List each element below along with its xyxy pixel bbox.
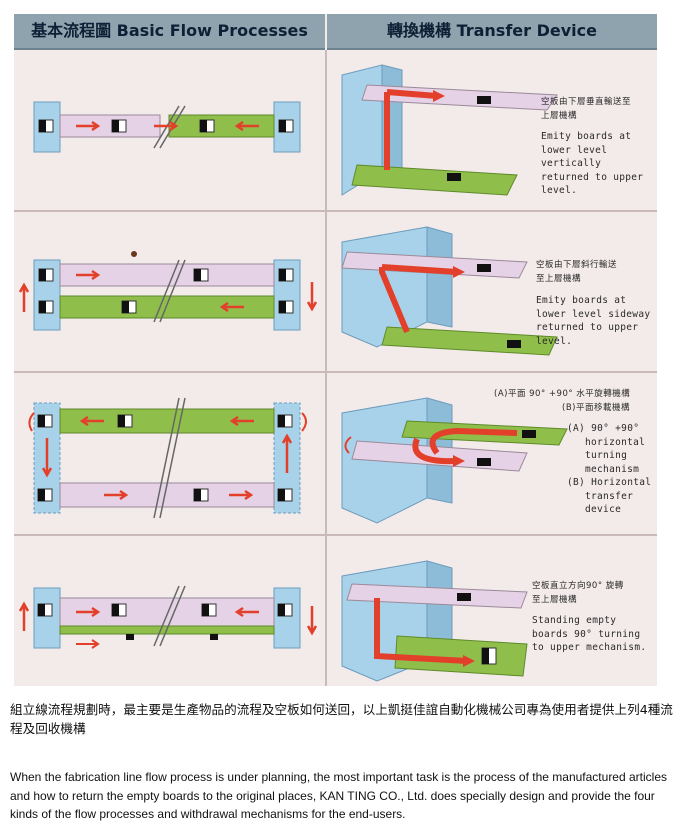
row2-label-cn: 空板由下層斜行輸送至上層機構 [536, 260, 618, 284]
transfer-device-diagram-1 [341, 64, 558, 196]
row4-label-cn: 空板直立方向90° 旋轉至上層機構 [532, 581, 624, 605]
header-transfer-device: 轉換機構 Transfer Device [327, 14, 657, 50]
basic-flow-diagram-3 [28, 397, 307, 519]
transfer-device-diagram-2 [341, 226, 558, 356]
row-divider-3 [14, 534, 657, 536]
transfer-device-diagram-4 [341, 560, 528, 682]
row-divider-2 [14, 371, 657, 373]
row3-label-cn: (A)平面 90° +90° 水平旋轉機構(B)平面移載機構 [494, 389, 631, 413]
transfer-device-diagram-3 [341, 397, 568, 524]
basic-flow-diagram-1 [33, 101, 301, 153]
basic-flow-diagram-2 [18, 251, 318, 331]
row3-label-en: (A) 90° +90° horizontal turning mechanis… [567, 423, 652, 515]
flow-chart-panel: 基本流程圖 Basic Flow Processes 轉換機構 Transfer… [14, 14, 657, 686]
row-divider-1 [14, 210, 657, 212]
column-divider [325, 50, 327, 686]
basic-flow-diagram-4 [18, 585, 318, 649]
row1-label-cn: 空板由下層垂直輸送至上層機構 [541, 97, 632, 121]
caption-english: When the fabrication line flow process i… [10, 770, 667, 821]
caption-chinese: 組立線流程規劃時，最主要是生產物品的流程及空板如何送回，以上凱挺佳誼自動化機械公… [10, 702, 673, 736]
header-basic-flow: 基本流程圖 Basic Flow Processes [14, 14, 325, 50]
